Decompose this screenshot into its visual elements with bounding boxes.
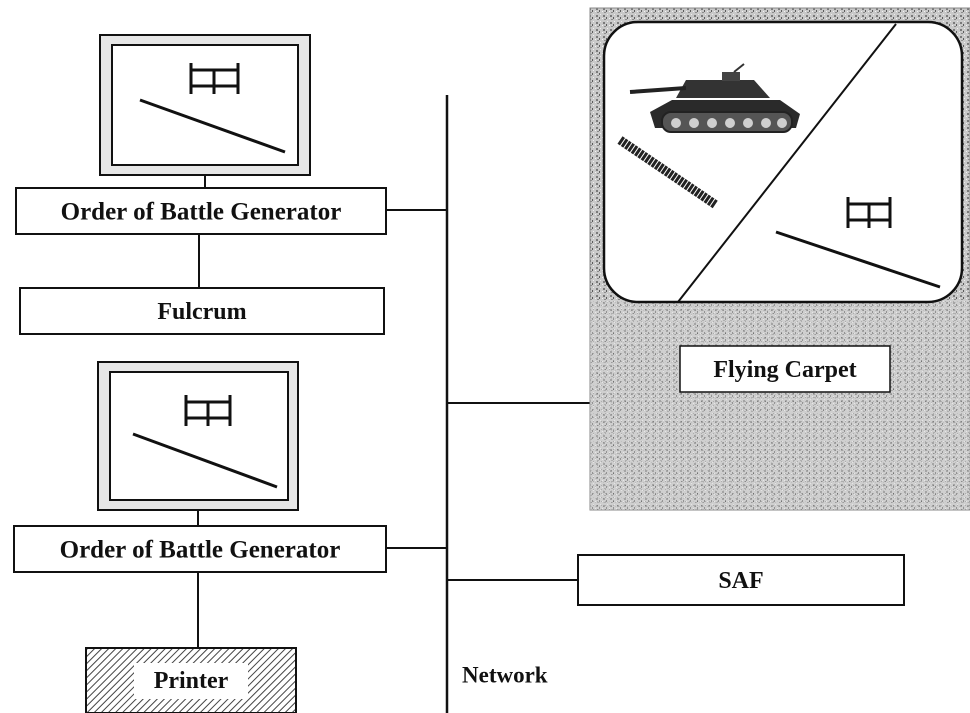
fulcrum-node[interactable]: Fulcrum — [20, 288, 384, 334]
obg-bottom-label: Order of Battle Generator — [60, 537, 341, 564]
crt-monitor-icon — [100, 35, 310, 175]
saf-label: SAF — [718, 568, 763, 594]
flying-carpet-screen — [604, 22, 962, 302]
saf-node[interactable]: SAF — [578, 555, 904, 605]
flying-carpet-node[interactable]: Flying Carpet — [590, 8, 970, 510]
flying-carpet-label: Flying Carpet — [713, 357, 856, 383]
printer-label: Printer — [154, 668, 229, 694]
network-bus — [386, 95, 590, 713]
obg-top-label: Order of Battle Generator — [61, 199, 342, 226]
obg-bottom-node[interactable]: Order of Battle Generator — [14, 526, 386, 572]
crt-monitor-icon — [98, 362, 298, 510]
fulcrum-label: Fulcrum — [157, 299, 246, 325]
network-label: Network — [462, 663, 548, 688]
printer-node[interactable]: Printer — [86, 648, 296, 713]
obg-top-node[interactable]: Order of Battle Generator — [16, 188, 386, 234]
